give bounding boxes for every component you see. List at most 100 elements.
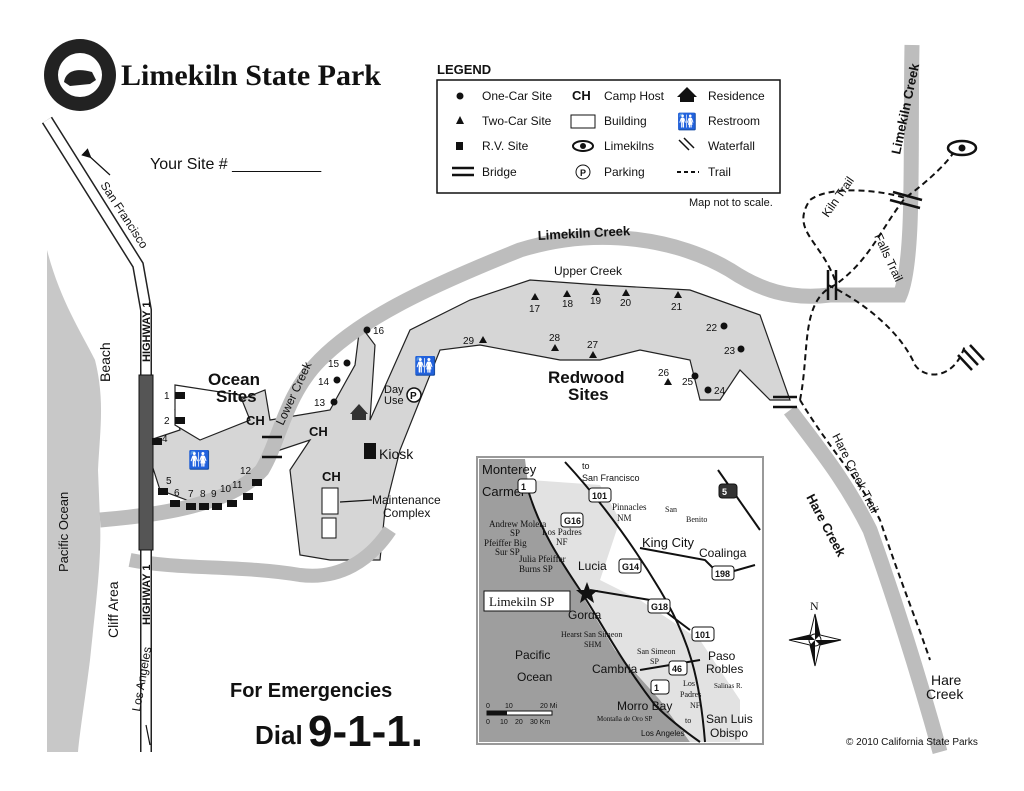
campsite-11[interactable]: 11 — [232, 480, 253, 500]
ch-glyph: CH — [572, 88, 591, 103]
campsite-12[interactable]: 12 — [240, 466, 262, 486]
campsite-number: 4 — [162, 434, 168, 445]
inset-place-label: Los — [683, 679, 695, 688]
legend-label: Restroom — [708, 114, 760, 128]
pacific-ocean-area — [47, 250, 102, 752]
campsite-5[interactable]: 5 — [158, 476, 172, 495]
highway-shield-label: G14 — [622, 562, 639, 572]
campsite-number: 11 — [232, 480, 243, 491]
rv-site-icon — [175, 417, 185, 424]
inset-place-label: to — [582, 461, 590, 471]
day-use-label: Use — [384, 395, 404, 407]
inset-place-label: Montaña de Oro SP — [597, 715, 653, 723]
campsite-17[interactable]: 17 — [529, 293, 541, 315]
campsite-number: 29 — [463, 336, 475, 347]
campsite-2[interactable]: 2 — [164, 416, 185, 427]
park-star-icon — [576, 582, 598, 603]
scale-km-label: 20 — [515, 719, 523, 726]
campsite-13[interactable]: 13 — [314, 398, 338, 409]
inset-place-label: NF — [556, 537, 568, 547]
your-site-field[interactable]: Your Site # __________ — [150, 156, 322, 173]
campsite-18[interactable]: 18 — [562, 290, 574, 310]
rv-site-icon — [243, 493, 253, 500]
inset-place-label: Burns SP — [519, 564, 553, 574]
highway-shield-101: 101 — [691, 626, 715, 642]
inset-place-label: Hearst San Simeon — [561, 630, 622, 639]
campsite-number: 27 — [587, 340, 599, 351]
campsite-25[interactable]: 25 — [682, 372, 699, 389]
scale-mi-label: 10 — [505, 703, 513, 710]
campsite-26[interactable]: 26 — [658, 368, 672, 385]
eye-icon — [572, 140, 594, 152]
campsite-4[interactable]: 4 — [152, 434, 168, 445]
campsite-14[interactable]: 14 — [318, 376, 341, 389]
one-car-site-icon — [333, 376, 341, 384]
legend-label: Residence — [708, 89, 765, 103]
campsite-23[interactable]: 23 — [724, 345, 745, 358]
one-car-site-icon — [691, 372, 699, 380]
campsite-28[interactable]: 28 — [549, 333, 561, 351]
campsite-1[interactable]: 1 — [164, 391, 185, 402]
highway-shield-1: 1 — [517, 478, 537, 494]
svg-text:🚻: 🚻 — [414, 355, 436, 376]
hare-creek-label: Hare Creek — [803, 491, 849, 559]
campsite-19[interactable]: 19 — [590, 288, 602, 307]
restroom-glyph: 🚻 — [677, 112, 697, 131]
legend-box — [436, 79, 781, 194]
campsite-9[interactable]: 9 — [211, 489, 222, 510]
inset-place-label: SHM — [584, 640, 601, 649]
one-car-site-icon — [343, 359, 351, 367]
campsite-16[interactable]: 16 — [363, 326, 385, 337]
legend-item: Limekilns — [572, 139, 654, 153]
legend-item: One-Car Site — [456, 89, 552, 103]
campsite-10[interactable]: 10 — [220, 484, 237, 507]
beach-label: Beach — [97, 342, 113, 382]
waterfall-icon — [957, 344, 985, 371]
bridge-icon — [452, 166, 474, 177]
two-car-site-icon — [622, 289, 630, 296]
trails[interactable] — [799, 149, 966, 661]
rv-icon — [456, 142, 463, 150]
maintenance-arrow — [339, 499, 373, 503]
parking-glyph: P — [410, 391, 417, 402]
highway-shield-label: 198 — [715, 569, 730, 579]
highway-shield-label: 5 — [722, 487, 727, 497]
triangle-icon — [456, 116, 464, 124]
inset-place-label: SP — [510, 528, 520, 538]
campsite-6[interactable]: 6 — [170, 488, 180, 507]
campsite-21[interactable]: 21 — [671, 291, 683, 313]
campsite-29[interactable]: 29 — [463, 336, 487, 347]
limekiln-creek-label: Limekiln Creek — [537, 223, 631, 243]
campsite-number: 5 — [166, 476, 172, 487]
rv-site-icon — [199, 503, 209, 510]
inset-place-label: to — [685, 716, 691, 725]
campsite-20[interactable]: 20 — [620, 289, 632, 309]
legend-label: R.V. Site — [482, 139, 529, 153]
inset-place-label: Sur SP — [495, 547, 520, 557]
campsite-15[interactable]: 15 — [328, 359, 351, 370]
legend-label: Limekilns — [604, 139, 654, 153]
restroom-icon: 🚻🚻 — [188, 355, 436, 470]
campsite-number: 26 — [658, 368, 670, 379]
inset-place-label: Julia Pfeiffer — [519, 554, 566, 564]
limekiln-creek — [99, 44, 920, 528]
campsite-number: 12 — [240, 466, 252, 477]
ch-icon: CH — [572, 88, 591, 103]
legend-title: LEGEND — [437, 62, 491, 77]
campsite-22[interactable]: 22 — [706, 322, 728, 335]
inset-place-label: Los Padres — [542, 527, 582, 537]
highway-shield-46: 46 — [668, 660, 688, 676]
campsite-7[interactable]: 7 — [186, 489, 196, 510]
legend-item: Residence — [677, 87, 765, 103]
campsite-24[interactable]: 24 — [704, 386, 726, 397]
cliff-area-label: Cliff Area — [105, 581, 121, 638]
legend-item: Waterfall — [678, 137, 755, 153]
ocean-sites-label: Ocean — [208, 370, 260, 389]
campsite-8[interactable]: 8 — [199, 489, 209, 510]
campsite-27[interactable]: 27 — [587, 340, 599, 358]
parking-glyph: P — [580, 168, 586, 178]
residence-icon — [350, 404, 368, 420]
highway-bridge — [138, 374, 154, 551]
limekilns-eye-icon[interactable] — [946, 139, 978, 157]
scale-km-label: 30 Km — [530, 719, 550, 726]
